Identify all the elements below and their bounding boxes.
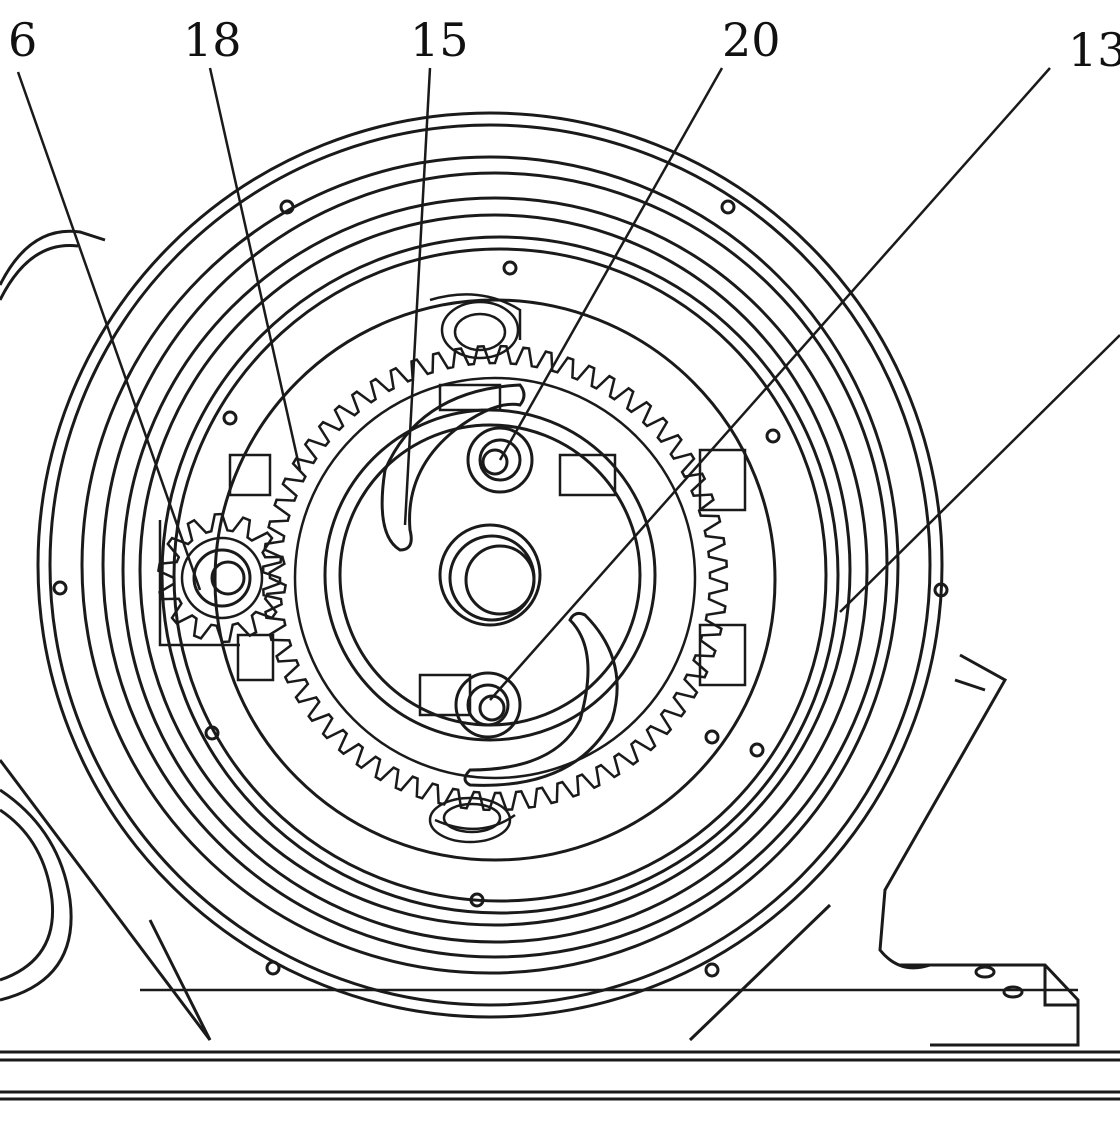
large-gear-teeth — [261, 344, 729, 812]
central-shaft — [438, 523, 542, 627]
callout-18: 18 — [183, 13, 242, 67]
callout-6: 6 — [8, 13, 37, 67]
bolt-holes — [52, 199, 949, 978]
callout-20: 20 — [722, 13, 781, 67]
leader-6 — [16, 71, 202, 591]
pin-upper — [466, 426, 534, 494]
springs — [428, 300, 520, 844]
pinion-gear-rim — [180, 536, 264, 620]
pinion-hub — [192, 548, 252, 608]
large-gear — [261, 344, 729, 812]
upper-slot — [380, 383, 526, 552]
inner-cage-blocks — [158, 293, 747, 831]
pin-lower — [454, 671, 522, 739]
callout-13: 13 — [1068, 23, 1120, 77]
leader-15 — [403, 67, 432, 526]
lower-slot — [463, 611, 619, 787]
callout-15: 15 — [410, 13, 469, 67]
left-support-bracket — [0, 229, 212, 1041]
leader-20-upper — [498, 67, 724, 461]
leader-13 — [839, 334, 1120, 613]
pinion-gear — [157, 512, 287, 644]
outer-housing — [36, 111, 944, 1019]
large-gear-rim — [293, 376, 697, 780]
pinion-gear-teeth — [157, 512, 287, 644]
leader-18 — [208, 67, 302, 471]
leader-lines — [16, 67, 1120, 701]
right-support-bracket — [688, 653, 1080, 1047]
leader-20-lower — [489, 67, 1051, 701]
